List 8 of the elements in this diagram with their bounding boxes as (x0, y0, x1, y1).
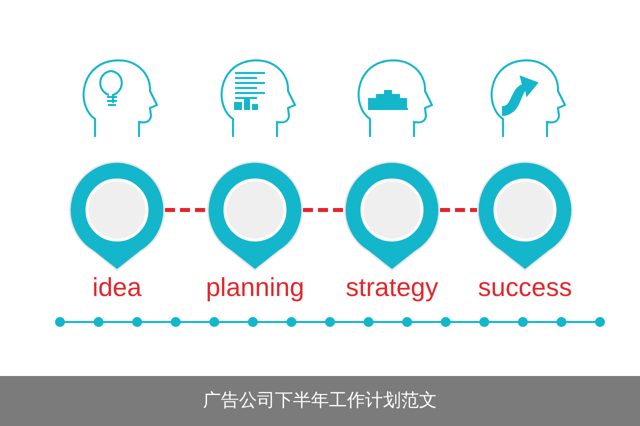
dashed-connector (165, 208, 207, 212)
step-label: idea (91, 272, 143, 302)
dashed-connector (440, 208, 477, 212)
step-label: planning (204, 272, 306, 302)
caption-bar: 广告公司下半年工作计划范文 (0, 376, 640, 426)
step-label: success (477, 272, 573, 302)
dashed-connector (303, 208, 344, 212)
step-label: strategy (344, 272, 440, 302)
